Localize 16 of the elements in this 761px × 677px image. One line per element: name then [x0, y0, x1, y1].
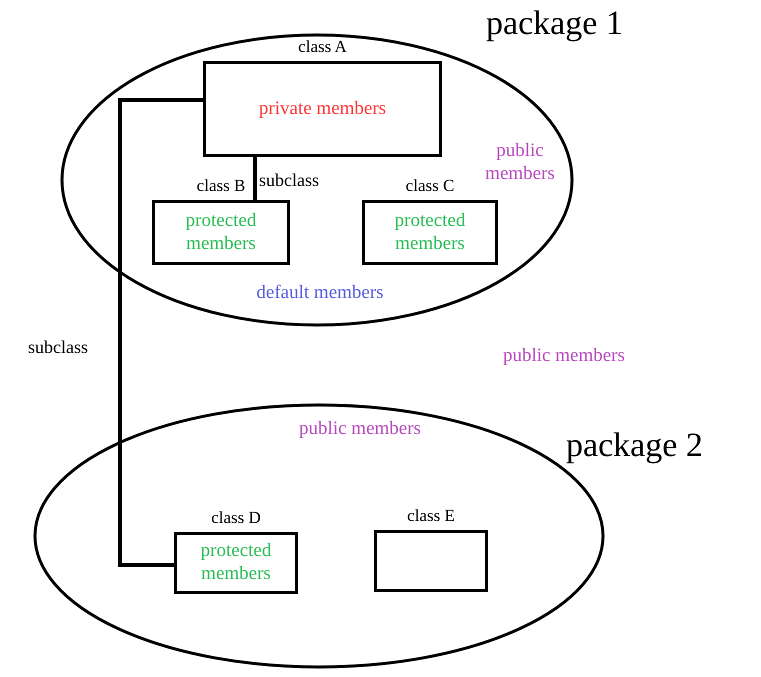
package-name: package 2 — [566, 426, 704, 466]
member-label: protected members — [200, 540, 272, 586]
member-label: public members — [484, 140, 556, 186]
connector-line — [118, 98, 203, 567]
class-name: class C — [404, 176, 456, 196]
class-name: class A — [297, 37, 348, 58]
class-name: class D — [210, 508, 262, 528]
member-label: protected members — [184, 210, 258, 256]
member-label: public members — [503, 345, 625, 368]
member-label: protected members — [394, 210, 466, 256]
member-label: public members — [298, 418, 422, 441]
connector-line — [253, 157, 257, 200]
member-label: default members — [255, 282, 385, 305]
package-name: package 1 — [486, 4, 624, 44]
member-label: private members — [258, 98, 388, 120]
class-name: class E — [406, 506, 456, 526]
